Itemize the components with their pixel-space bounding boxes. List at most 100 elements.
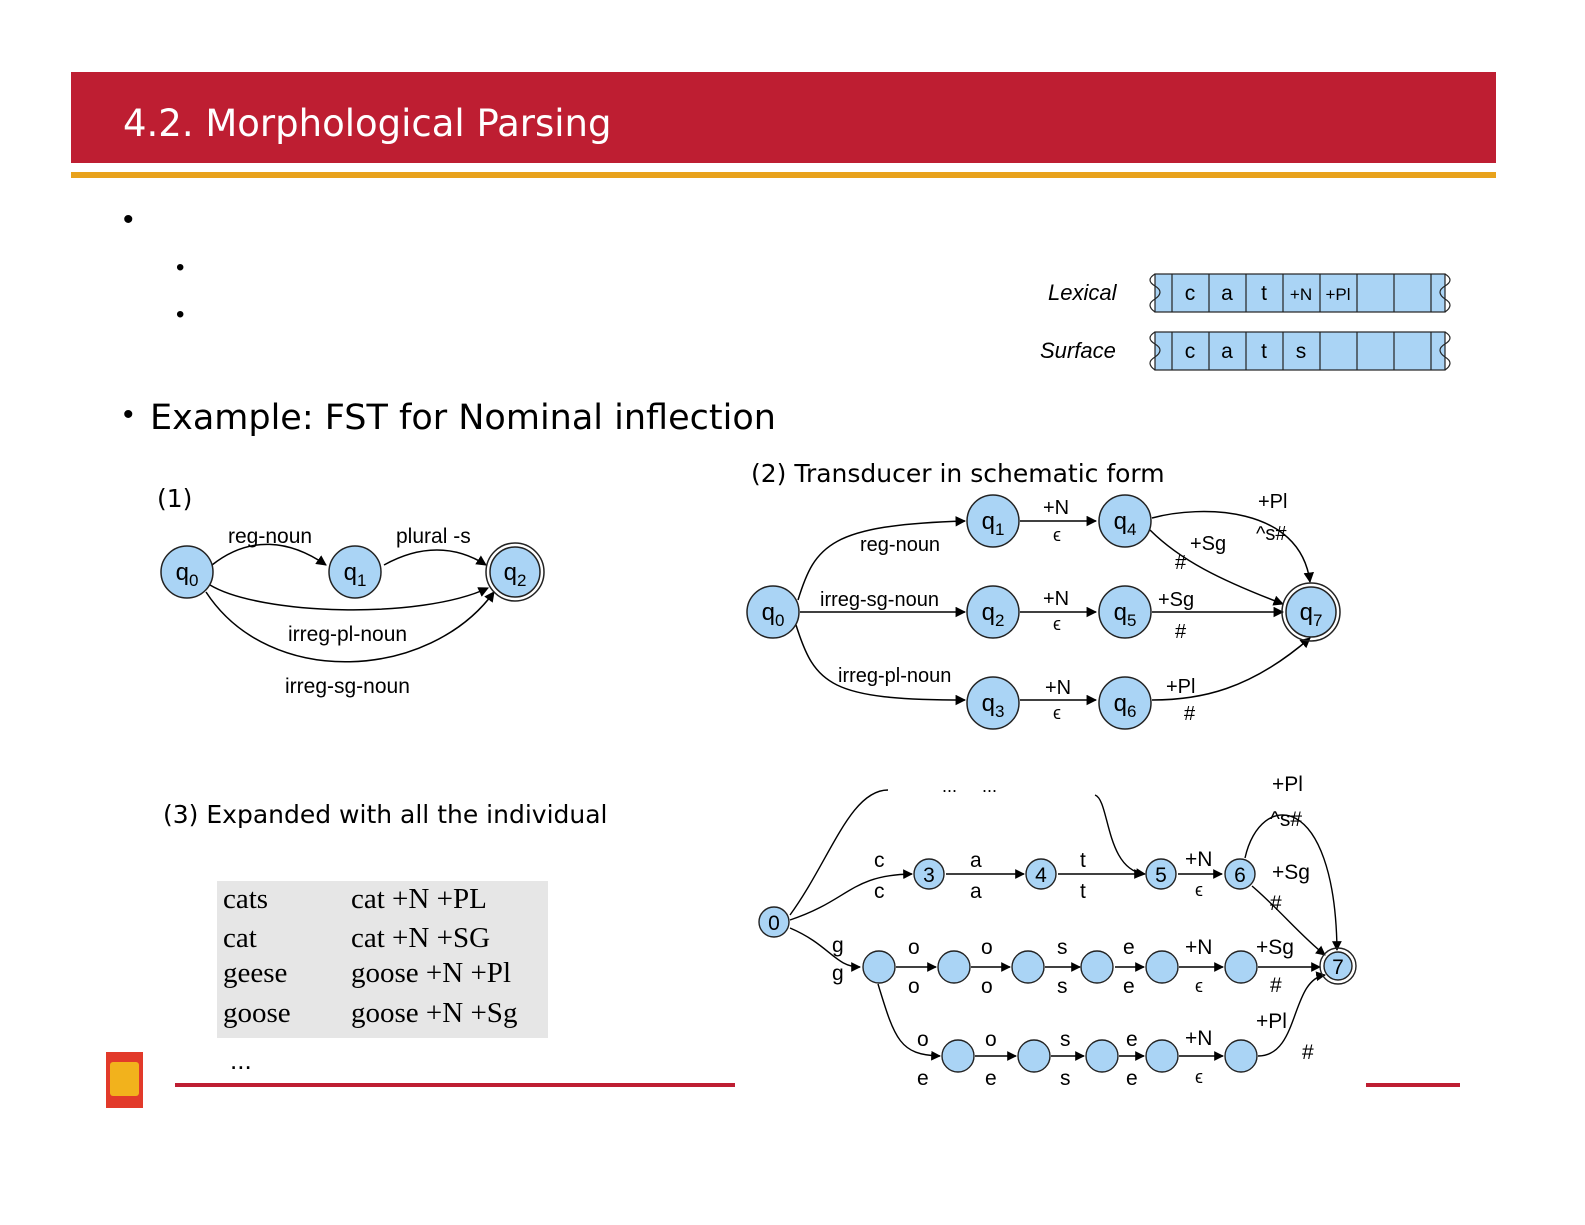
parse-cell: cat +N +PL: [351, 883, 487, 915]
edge-label: irreg-pl-noun: [288, 623, 407, 646]
parse-cell: goose +N +Sg: [351, 997, 518, 1029]
lexical-cell: c: [1185, 282, 1196, 305]
surface-cell: c: [1185, 340, 1196, 363]
sub-bullet-2: •: [176, 301, 185, 328]
edge-label: t: [1080, 849, 1086, 872]
state-node: 0: [758, 906, 790, 938]
fsa-nominal: (1) reg-noun plural -s irreg-pl-noun irr…: [157, 484, 545, 698]
state-node: q6: [1098, 676, 1152, 730]
edge-label: +N: [1185, 848, 1212, 871]
edge-label: irreg-sg-noun: [820, 589, 939, 611]
state-node: [1224, 1039, 1258, 1073]
edge-label: ϵ: [1195, 1067, 1203, 1087]
page-title: 4.2. Morphological Parsing: [123, 102, 612, 145]
state-label: 7: [1332, 956, 1344, 979]
word-cell: geese: [223, 957, 288, 989]
state-node: [941, 1039, 975, 1073]
lexical-label: Lexical: [1048, 280, 1117, 305]
state-label: 5: [1155, 864, 1167, 887]
word-cell: goose: [223, 997, 291, 1029]
edge-label: reg-noun: [860, 534, 940, 556]
edge-label: ϵ: [1053, 525, 1061, 545]
edge-label: +N: [1045, 677, 1071, 699]
fst2-caption: (2) Transducer in schematic form: [751, 459, 1165, 488]
parse-cell: cat +N +SG: [351, 922, 491, 954]
word-cell: cat: [223, 922, 257, 954]
surface-label: Surface: [1040, 338, 1116, 363]
footer-divider-right: [1366, 1083, 1460, 1087]
edge-label: e: [917, 1067, 929, 1090]
edge-label: a: [970, 880, 982, 903]
fsa1-caption: (1): [157, 484, 192, 513]
state-node: q5: [1098, 585, 1152, 639]
edge-label: e: [1126, 1028, 1138, 1051]
state-label: 3: [923, 864, 935, 887]
edge-label: e: [1126, 1067, 1138, 1090]
edge-label: ϵ: [1195, 976, 1203, 996]
title-banner: 4.2. Morphological Parsing: [71, 72, 1496, 163]
state-node: [1145, 950, 1179, 984]
edge-label: ϵ: [1053, 703, 1061, 723]
edge-label: +Sg: [1256, 936, 1294, 959]
state-node: [1011, 950, 1045, 984]
surface-cell: a: [1221, 340, 1233, 363]
edge-label: s: [1057, 936, 1068, 959]
edge-label: ^s#: [1256, 523, 1287, 545]
lexical-cell: +Pl: [1325, 285, 1350, 304]
state-node: q3: [966, 676, 1020, 730]
state-node: q1: [328, 545, 382, 599]
edge-label: a: [970, 849, 982, 872]
state-node: [937, 950, 971, 984]
edge-label: ϵ: [1195, 880, 1203, 900]
edge-label: e: [1123, 936, 1135, 959]
state-node: [1080, 950, 1114, 984]
more-examples: ...: [230, 1045, 252, 1075]
state-node: [1085, 1039, 1119, 1073]
edge-label: +Pl: [1272, 773, 1303, 796]
edge-label: g: [832, 934, 844, 957]
final-state-node: q2: [485, 542, 545, 602]
state-node: q0: [160, 545, 214, 599]
edge-label: #: [1270, 974, 1282, 997]
edge-label: g: [832, 962, 844, 985]
edge-label: +N: [1043, 497, 1069, 519]
edge-label: +Sg: [1158, 589, 1194, 611]
edge-label: #: [1270, 892, 1282, 915]
edge-label: +N: [1043, 588, 1069, 610]
edge-label: #: [1175, 552, 1187, 574]
state-node: [1145, 1039, 1179, 1073]
state-label: 6: [1234, 864, 1246, 887]
edge-label: s: [1057, 975, 1068, 998]
surface-tape: c a t s: [1149, 331, 1451, 371]
edge-label: t: [1080, 880, 1086, 903]
edge-label: o: [908, 975, 920, 998]
edge-label: s: [1060, 1028, 1071, 1051]
edge-label: o: [908, 936, 920, 959]
edge-label: #: [1184, 703, 1196, 725]
fst-expanded: (3) Expanded with all the individual ...…: [163, 773, 1357, 1090]
state-node: 6: [1224, 858, 1256, 890]
surface-cell: s: [1296, 340, 1307, 363]
example-heading: Example: FST for Nominal inflection: [150, 398, 776, 438]
state-node: 5: [1145, 858, 1177, 890]
edge-label: s: [1060, 1067, 1071, 1090]
surface-cell: t: [1261, 340, 1267, 363]
bullet-1: •: [123, 203, 134, 236]
edge-label: ϵ: [1053, 614, 1061, 634]
edge-label: #: [1302, 1041, 1314, 1064]
state-node: q1: [966, 494, 1020, 548]
state-node: q2: [966, 585, 1020, 639]
state-node: q0: [746, 585, 800, 639]
footer-divider-left: [175, 1083, 735, 1087]
edge-label: +Sg: [1272, 861, 1310, 884]
state-node: [1017, 1039, 1051, 1073]
lexical-cell: t: [1261, 282, 1267, 305]
parse-cell: goose +N +Pl: [351, 957, 511, 989]
fst3-caption: (3) Expanded with all the individual: [163, 800, 608, 829]
sub-bullet-1: •: [176, 254, 185, 281]
state-label: 0: [768, 912, 780, 935]
final-state-node: q7: [1281, 582, 1341, 642]
edge-label: +Sg: [1190, 533, 1226, 555]
edge-label: +Pl: [1256, 1010, 1287, 1033]
